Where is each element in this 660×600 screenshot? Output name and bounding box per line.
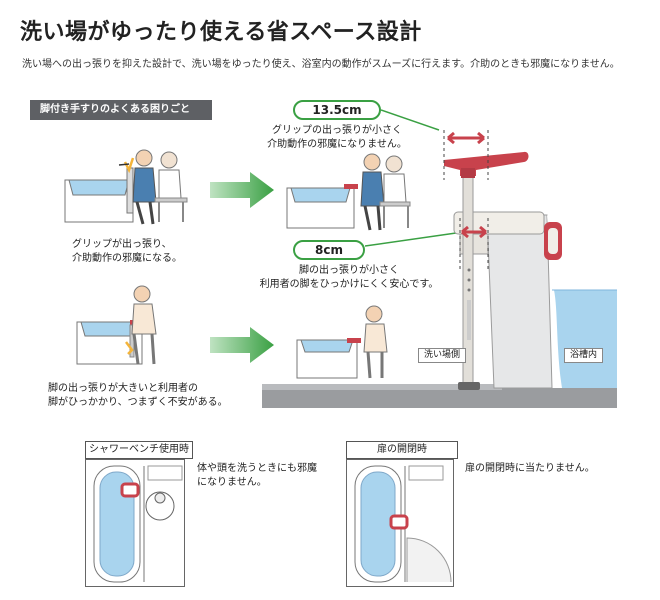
grip-solution-caption: グリップの出っ張りが小さく 介助動作の邪魔になりません。 <box>262 124 412 152</box>
caregiver-problem-illustration <box>64 149 188 225</box>
leg-problem-line-2: 脚がひっかかり、つまずく不安がある。 <box>48 397 228 408</box>
door-panel <box>346 459 454 587</box>
shower-bench-panel <box>85 459 185 587</box>
leg-problem-line-1: 脚の出っ張りが大きいと利用者の <box>48 383 198 394</box>
door-line-1: 扉の開閉時に当たりません。 <box>465 463 595 474</box>
leg-solution-illustration <box>296 305 388 379</box>
leg-solution-line-2: 利用者の脚をひっかけにくく安心です。 <box>259 279 439 290</box>
tub-inside-label: 浴槽内 <box>564 348 604 363</box>
door-panel-title: 扉の開閉時 <box>346 441 458 459</box>
leg-problem-caption: 脚の出っ張りが大きいと利用者の 脚がひっかかり、つまずく不安がある。 <box>48 382 228 410</box>
grip-problem-line-2: 介助動作の邪魔になる。 <box>72 253 182 264</box>
shower-bench-panel-title: シャワーベンチ使用時 <box>85 441 193 459</box>
shower-bench-caption: 体や頭を洗うときにも邪魔 になりません。 <box>197 462 317 490</box>
grip-solution-line-1: グリップの出っ張りが小さく <box>272 125 402 136</box>
door-caption: 扉の開閉時に当たりません。 <box>465 462 595 476</box>
shower-bench-floorplan-icon <box>93 465 183 583</box>
door-floorplan-icon <box>354 465 452 583</box>
grip-problem-caption: グリップが出っ張り、 介助動作の邪魔になる。 <box>72 238 182 266</box>
grip-leader-line <box>381 109 440 131</box>
shower-bench-line-1: 体や頭を洗うときにも邪魔 <box>197 463 317 474</box>
arrow-right-icon <box>210 172 274 208</box>
grip-problem-line-1: グリップが出っ張り、 <box>72 239 172 250</box>
shower-bench-line-2: になりません。 <box>197 477 267 488</box>
leg-problem-illustration <box>76 285 157 365</box>
leg-solution-line-1: 脚の出っ張りが小さく <box>299 265 399 276</box>
caregiver-solution-illustration <box>286 153 411 231</box>
page-title: 洗い場がゆったり使える省スペース設計 <box>20 20 422 45</box>
intro-text: 洗い場への出っ張りを抑えた設計で、洗い場をゆったり使え、浴室内の動作がスムーズに… <box>22 59 620 70</box>
grip-measure-badge: 13.5cm <box>293 100 381 120</box>
grip-solution-line-2: 介助動作の邪魔になりません。 <box>267 139 407 150</box>
leg-solution-caption: 脚の出っ張りが小さく 利用者の脚をひっかけにくく安心です。 <box>254 264 444 292</box>
problem-tag: 脚付き手すりのよくある困りごと <box>30 100 212 120</box>
handrail-cross-section-illustration <box>262 130 617 408</box>
leg-measure-badge: 8cm <box>293 240 365 260</box>
arrow-right-icon <box>210 327 274 363</box>
leg-leader-line <box>365 231 464 247</box>
wash-side-label: 洗い場側 <box>418 348 467 363</box>
